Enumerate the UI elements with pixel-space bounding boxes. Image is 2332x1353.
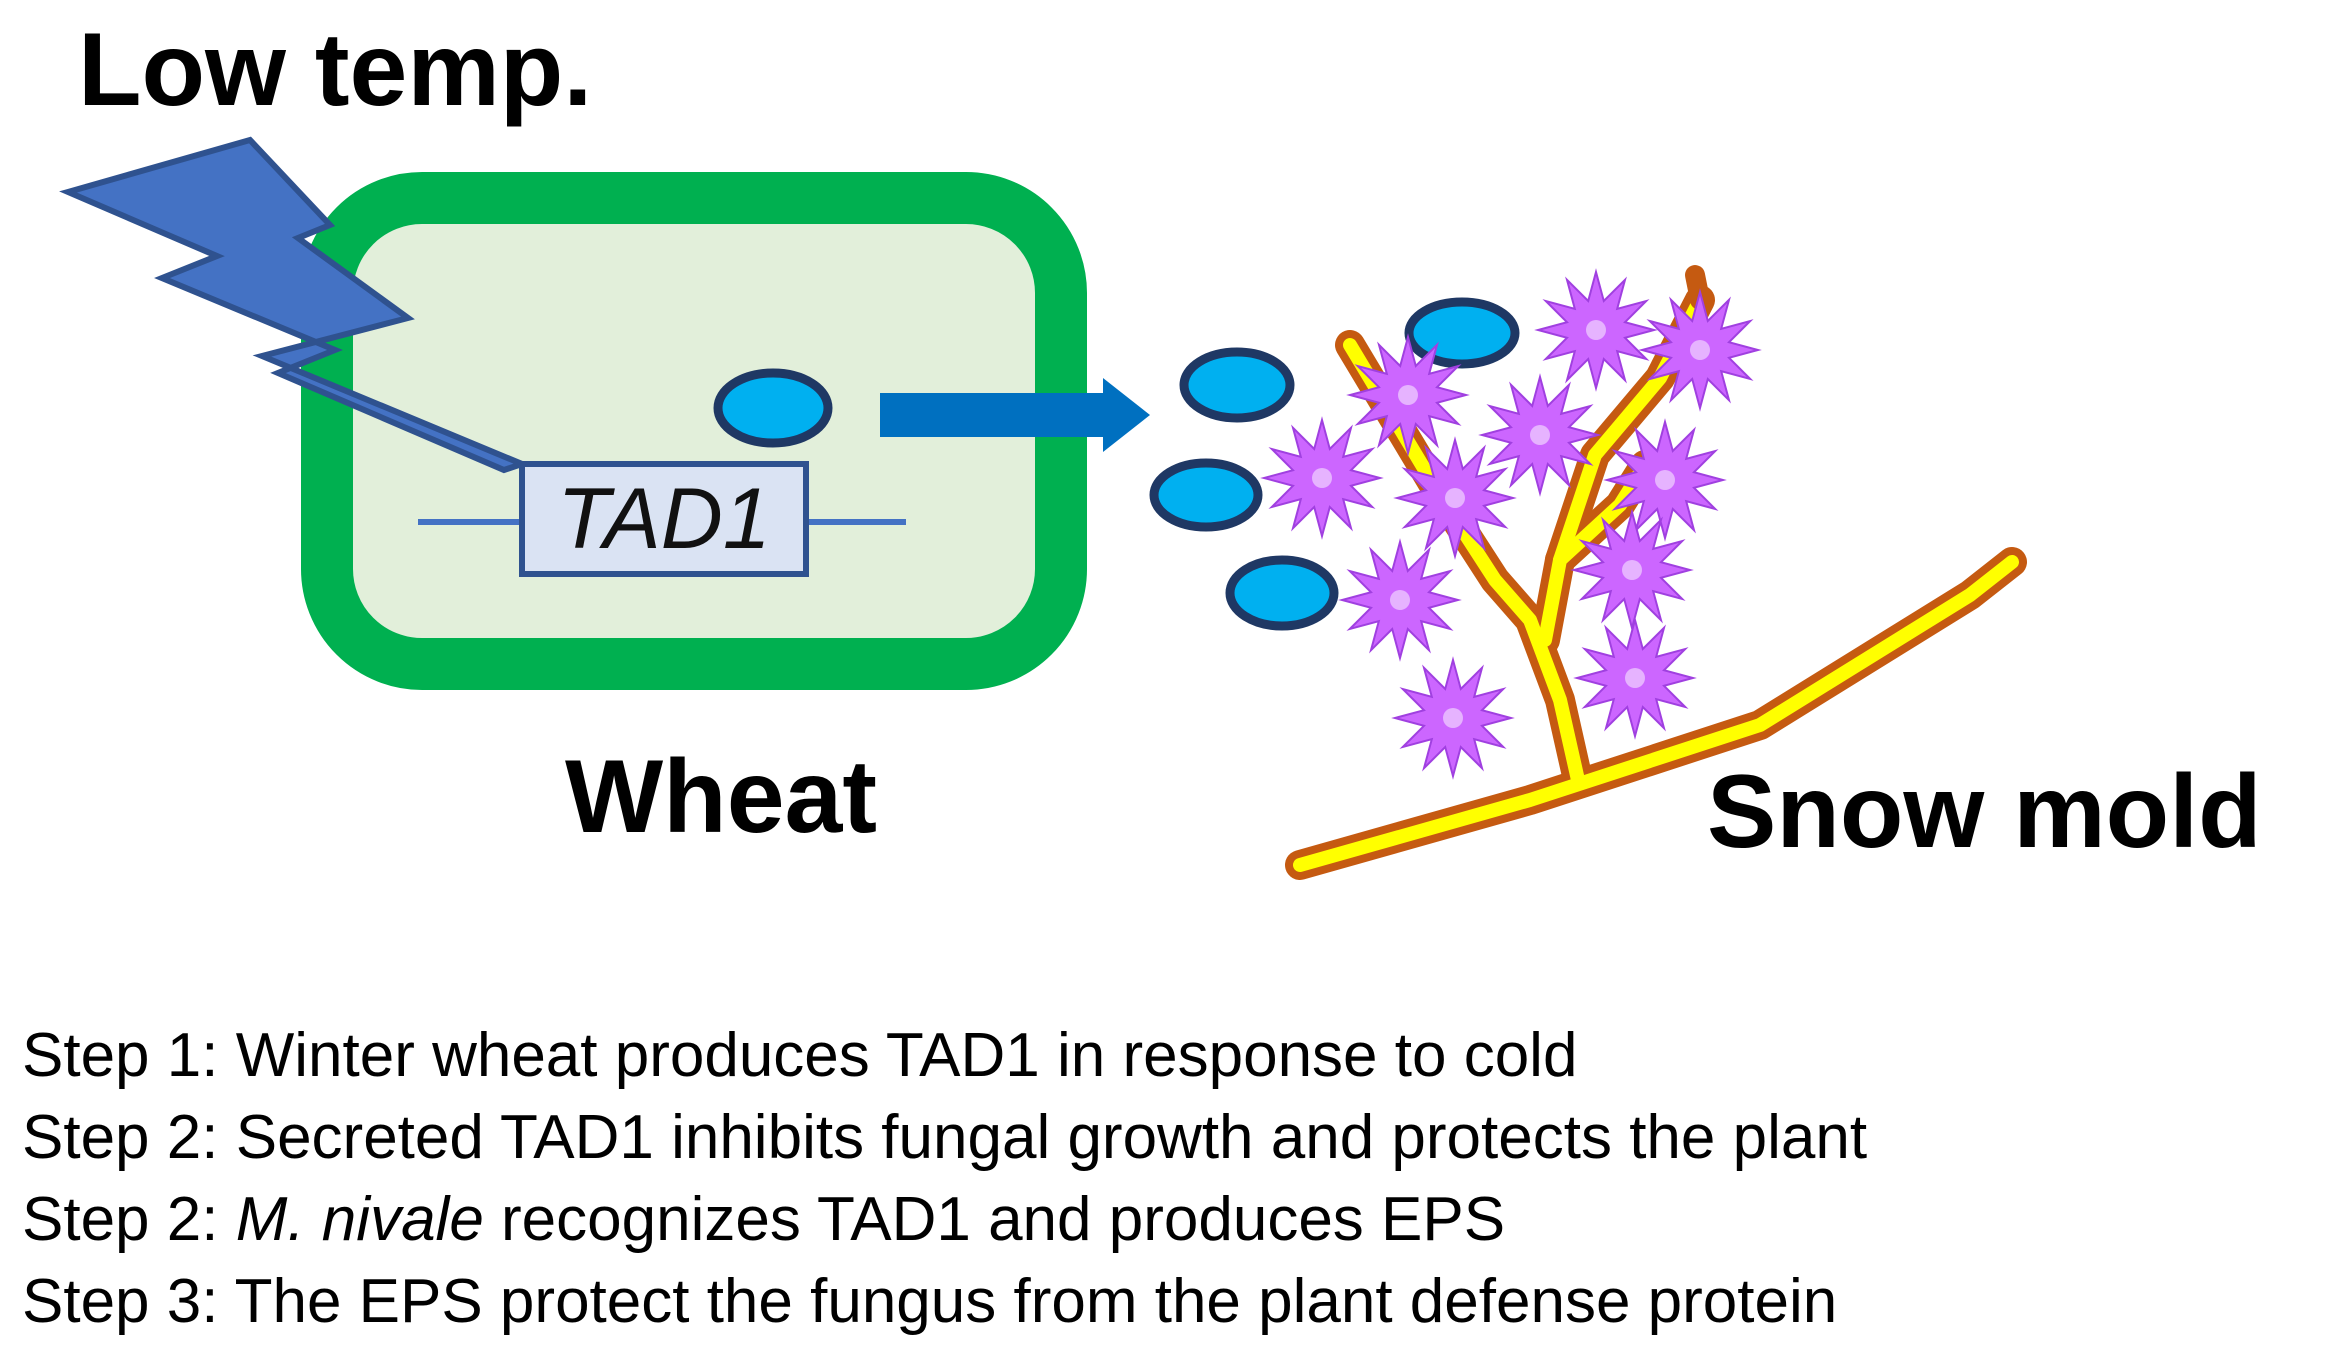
tad1-gene-label: TAD1 [557, 471, 771, 567]
eps-starburst-core [1586, 320, 1606, 340]
lightning-bolt-icon [59, 136, 531, 474]
eps-starburst-core [1530, 425, 1550, 445]
eps-starburst-core [1390, 590, 1410, 610]
tad1-protein [1225, 555, 1339, 631]
step-line: Step 2: Secreted TAD1 inhibits fungal gr… [22, 1103, 1868, 1172]
eps-starburst-core [1398, 385, 1418, 405]
eps-starburst-core [1312, 468, 1332, 488]
wheat-label: Wheat [565, 739, 877, 855]
eps-starburst-core [1690, 340, 1710, 360]
eps-starburst-core [1625, 668, 1645, 688]
eps-group [1260, 268, 1762, 780]
tad1-protein [713, 368, 833, 448]
tad1-protein [1179, 347, 1295, 423]
step-line: Step 2: M. nivale recognizes TAD1 and pr… [22, 1185, 1506, 1254]
step-line: Step 3: The EPS protect the fungus from … [22, 1267, 1838, 1336]
secretion-arrow [880, 378, 1150, 452]
steps-list: Step 1: Winter wheat produces TAD1 in re… [22, 1015, 1867, 1343]
tad1-gene-box [519, 461, 809, 577]
eps-starburst-core [1445, 488, 1465, 508]
step-line: Step 1: Winter wheat produces TAD1 in re… [22, 1021, 1578, 1090]
snow-mold-label: Snow mold [1707, 754, 2262, 870]
tad1-protein [1404, 297, 1520, 369]
low-temperature-label: Low temp. [78, 12, 593, 128]
eps-starburst-core [1655, 470, 1675, 490]
tad1-protein [1149, 458, 1263, 532]
eps-starburst-core [1622, 560, 1642, 580]
eps-starburst-core [1443, 708, 1463, 728]
